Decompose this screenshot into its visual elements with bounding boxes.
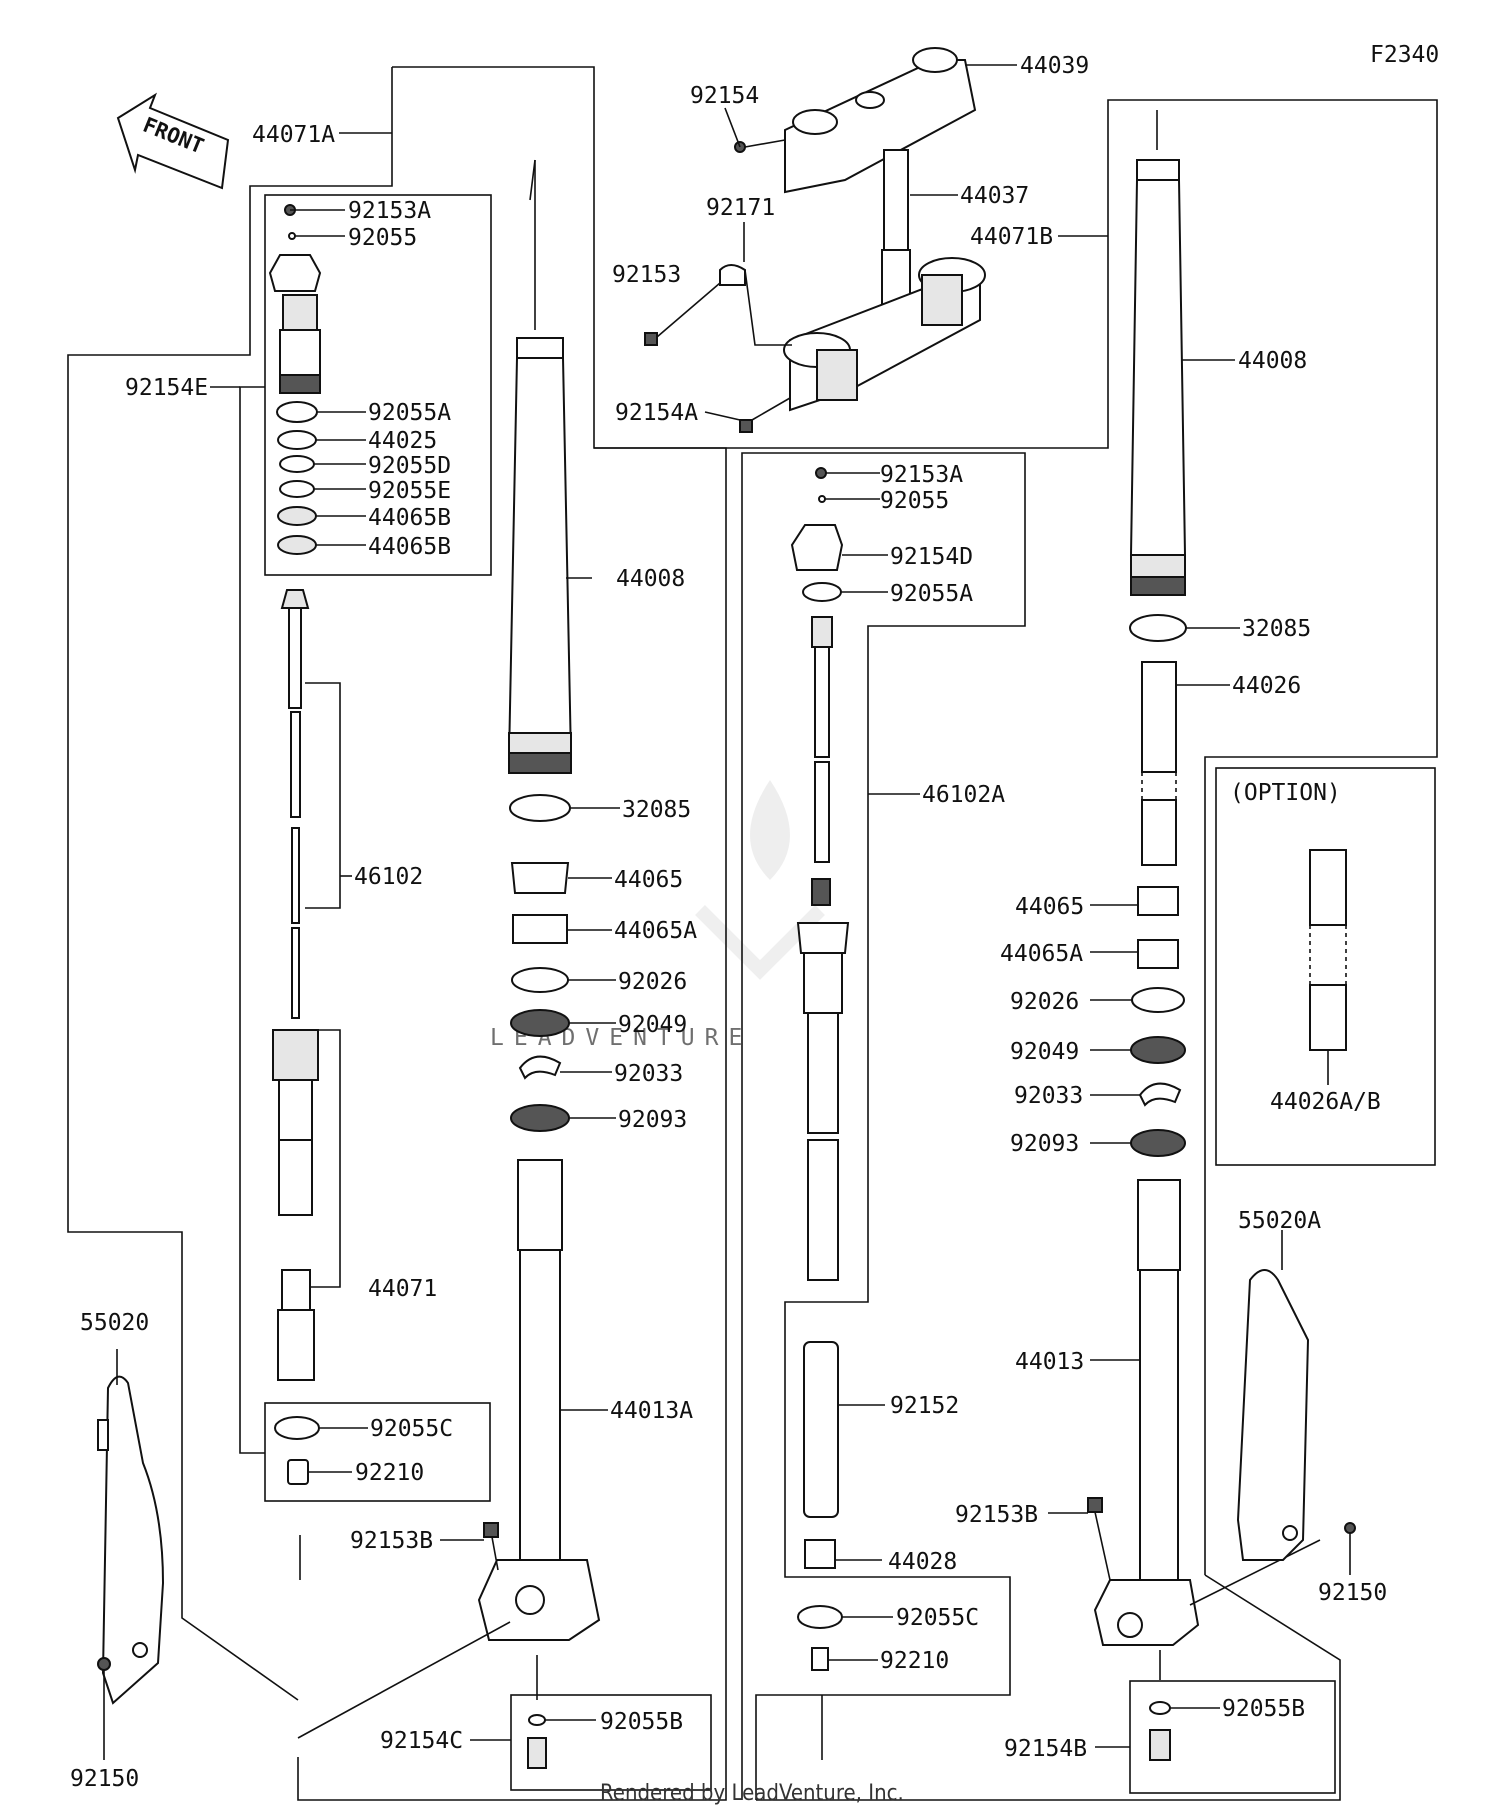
part-label: 92033 xyxy=(1014,1083,1083,1109)
left-fork-tube xyxy=(297,159,620,1769)
part-label: 92171 xyxy=(706,195,775,221)
part-label: 44065 xyxy=(1015,894,1084,920)
part-label: 55020A xyxy=(1238,1208,1321,1234)
diagram-id: F2340 xyxy=(1370,42,1439,68)
part-label: 92026 xyxy=(618,969,687,995)
part-label: 46102 xyxy=(354,864,423,890)
part-label: 92153B xyxy=(350,1528,433,1554)
fork-guard-left xyxy=(97,1375,165,1705)
part-label: 92154 xyxy=(690,83,759,109)
part-label: 92154E xyxy=(125,375,208,401)
part-label: 44025 xyxy=(368,428,437,454)
footer-credit: Rendered by LeadVenture, Inc. xyxy=(600,1781,904,1806)
assembly-frames xyxy=(67,66,1438,1801)
part-label: 44013A xyxy=(610,1398,693,1424)
right-damper-parts xyxy=(790,467,893,1760)
lower-triple-clamp xyxy=(644,222,986,433)
part-label: 46102A xyxy=(922,782,1005,808)
part-label: 92154A xyxy=(615,400,698,426)
part-label: 92049 xyxy=(618,1012,687,1038)
push-rod xyxy=(280,589,310,1019)
part-label: 92055B xyxy=(1222,1696,1305,1722)
part-label: 92154D xyxy=(890,544,973,570)
fork-cap-assembly xyxy=(268,254,322,394)
part-label: 92210 xyxy=(355,1460,424,1486)
front-arrow-icon: FRONT xyxy=(116,92,230,190)
part-label: 92093 xyxy=(618,1107,687,1133)
upper-triple-clamp xyxy=(724,47,1017,194)
part-label: 92055C xyxy=(896,1605,979,1631)
part-label: 32085 xyxy=(1242,616,1311,642)
part-label: 92055D xyxy=(368,453,451,479)
part-label: 92055 xyxy=(880,488,949,514)
damper-cartridge xyxy=(272,1029,319,1381)
part-label: 92210 xyxy=(880,1648,949,1674)
part-label: 92055C xyxy=(370,1416,453,1442)
part-label: 92026 xyxy=(1010,989,1079,1015)
part-label: 92154C xyxy=(380,1728,463,1754)
part-label: 92033 xyxy=(614,1061,683,1087)
part-labels: 44071A 92153A 92055 92154E 92055A 44025 … xyxy=(70,53,1387,1792)
part-label: 44008 xyxy=(1238,348,1307,374)
option-label: (OPTION) xyxy=(1230,780,1341,806)
part-label: 92154B xyxy=(1004,1736,1087,1762)
part-label: 92153A xyxy=(348,198,431,224)
part-label: 92153A xyxy=(880,462,963,488)
part-label: 44065 xyxy=(614,867,683,893)
part-label: 92153 xyxy=(612,262,681,288)
part-label: 44065B xyxy=(368,505,451,531)
part-label: 92055A xyxy=(890,581,973,607)
part-label: 44026 xyxy=(1232,673,1301,699)
part-label: 44071 xyxy=(368,1276,437,1302)
part-label: 44013 xyxy=(1015,1349,1084,1375)
part-label: 44037 xyxy=(960,183,1029,209)
part-label: 92150 xyxy=(70,1766,139,1792)
right-fork-tube xyxy=(1048,110,1356,1761)
part-label: 44026A/B xyxy=(1270,1089,1381,1115)
part-label: 55020 xyxy=(80,1310,149,1336)
part-label: 32085 xyxy=(622,797,691,823)
part-label: 92055A xyxy=(368,400,451,426)
part-label: 44065A xyxy=(1000,941,1083,967)
fork-guard-right xyxy=(1236,1269,1310,1561)
part-label: 44065B xyxy=(368,534,451,560)
part-label: 92055 xyxy=(348,225,417,251)
fork-spring xyxy=(1141,661,1177,866)
left-damper-parts xyxy=(97,204,368,1760)
option-spring xyxy=(1309,849,1347,1085)
part-label: 44039 xyxy=(1020,53,1089,79)
part-label: 92152 xyxy=(890,1393,959,1419)
part-label: 92150 xyxy=(1318,1580,1387,1606)
part-label: 44028 xyxy=(888,1549,957,1575)
part-label: 44008 xyxy=(616,566,685,592)
part-label: 92055B xyxy=(600,1709,683,1735)
part-label: 92093 xyxy=(1010,1131,1079,1157)
part-label: 44065A xyxy=(614,918,697,944)
part-label: 92153B xyxy=(955,1502,1038,1528)
part-label: 44071A xyxy=(252,122,335,148)
part-label: 92055E xyxy=(368,478,451,504)
part-label: 44071B xyxy=(970,224,1053,250)
part-label: 92049 xyxy=(1010,1039,1079,1065)
